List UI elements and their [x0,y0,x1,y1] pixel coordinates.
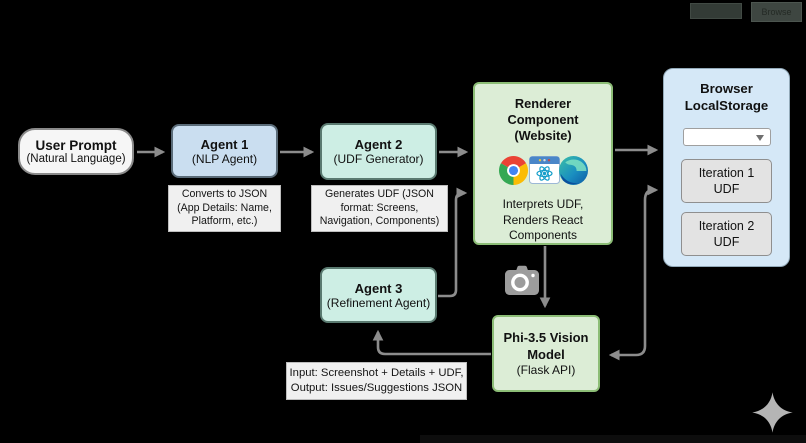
browse-button[interactable]: Browse [751,2,802,22]
node-agent2: Agent 2 (UDF Generator) [320,123,437,180]
phi-note: Input: Screenshot + Details + UDF, Outpu… [286,362,467,400]
sparkle-cursor-icon [752,392,793,433]
node-agent1: Agent 1 (NLP Agent) [171,124,278,178]
node-renderer-component: Renderer Component (Website) [473,82,613,245]
user-prompt-subtitle: (Natural Language) [26,153,126,165]
node-user-prompt: User Prompt (Natural Language) [18,128,134,175]
phi-subtitle: (Flask API) [516,362,576,377]
connector-phi-localstorage [612,184,659,357]
agent1-subtitle: (NLP Agent) [191,151,258,166]
edge-icon [558,155,588,185]
react-app-window-icon [528,156,560,185]
file-input-field[interactable] [690,3,742,19]
iteration2-udf-label: Iteration 2 UDF [698,219,755,250]
agent1-note: Converts to JSON (App Details: Name, Pla… [168,185,281,232]
agent2-note: Generates UDF (JSON format: Screens, Nav… [311,185,448,232]
iteration2-udf-item: Iteration 2 UDF [681,212,772,257]
node-phi-vision-model: Phi-3.5 Vision Model (Flask API) [492,315,600,392]
renderer-title: Renderer Component (Website) [507,96,579,143]
agent3-title: Agent 3 [354,280,403,296]
node-browser-localstorage: Browser LocalStorage Iteration 1 UDF Ite… [663,68,790,267]
agent2-title: Agent 2 [354,137,403,152]
browse-button-label: Browse [761,7,792,17]
browser-icon-row [498,155,588,185]
localstorage-title: Browser LocalStorage [684,81,769,114]
camera-icon [505,265,539,295]
iteration1-udf-label: Iteration 1 UDF [698,166,755,197]
chrome-icon [498,155,528,185]
agent2-subtitle: (UDF Generator) [333,152,424,166]
agent3-subtitle: (Refinement Agent) [326,295,431,310]
connector-phi-agent3 [372,329,491,356]
bottom-edge-artifact [420,435,806,443]
node-agent3: Agent 3 (Refinement Agent) [320,267,437,323]
agent1-title: Agent 1 [200,136,249,152]
iteration-dropdown[interactable] [682,128,771,147]
renderer-body-text: Interprets UDF, Renders React Components [502,196,584,243]
chevron-down-icon [755,135,764,142]
phi-title: Phi-3.5 Vision Model [503,330,589,362]
iteration1-udf-item: Iteration 1 UDF [681,159,772,204]
user-prompt-title: User Prompt [35,138,117,153]
